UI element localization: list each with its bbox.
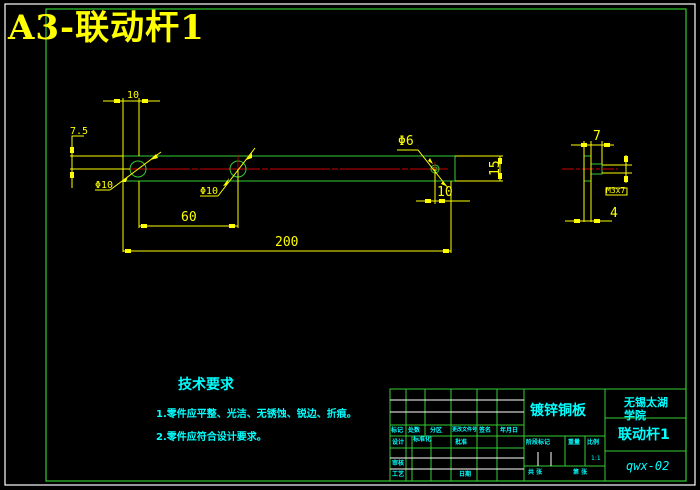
header-sign: 签名: [479, 427, 492, 434]
row-standard-label: 标准化: [413, 436, 432, 443]
material-label: 镀锌铜板: [530, 403, 586, 419]
dim-top-width: 10: [127, 90, 140, 101]
dim-hole-right: Φ6: [398, 134, 414, 149]
dim-side-bottom: 4: [610, 206, 618, 221]
header-change-doc: 更改文件号: [452, 427, 478, 433]
outer-border: [4, 3, 696, 486]
row-process-label: 工艺: [392, 471, 405, 478]
tech-requirement-item: 2.零件应符合设计要求。: [156, 432, 267, 443]
inner-border: [45, 8, 687, 482]
main-view: [70, 98, 503, 253]
scale-value: 1:1: [591, 455, 601, 462]
drawing-number: qwx-02: [626, 459, 670, 473]
row-approve-label: 批准: [455, 439, 468, 446]
stage-mark-label: 阶段标记: [526, 439, 551, 446]
row-date-label: 日期: [459, 471, 472, 478]
dim-hole-mid: Φ10: [200, 186, 219, 197]
weight-label: 重量: [568, 439, 581, 446]
header-date: 年月日: [500, 427, 519, 434]
dim-hole-left: Φ10: [95, 180, 114, 191]
row-design-label: 设计: [392, 439, 405, 446]
part-name-label: 联动杆1: [618, 427, 670, 443]
side-view: [562, 141, 632, 223]
dim-left-offset: 7.5: [70, 126, 89, 137]
header-count: 处数: [408, 427, 421, 434]
header-mark: 标记: [391, 427, 404, 434]
dim-side-top: 7: [593, 129, 601, 144]
dim-overall-length: 200: [275, 235, 299, 250]
drawing-title: A3-联动杆1: [8, 8, 205, 48]
title-block-grid: [389, 388, 687, 482]
tech-requirements-title: 技术要求: [178, 377, 234, 393]
scale-label: 比例: [587, 439, 600, 446]
dim-hole-spacing: 60: [181, 210, 197, 225]
sheet-total: 共 张: [528, 469, 543, 476]
header-zone: 分区: [430, 427, 443, 434]
sheet-number: 第 张: [573, 469, 588, 476]
dim-right-offset: 10: [437, 185, 453, 200]
tech-requirement-item: 1.零件应平整、光洁、无锈蚀、锐边、折痕。: [156, 409, 357, 420]
row-check-label: 审核: [392, 460, 405, 467]
dim-thread: M3x7: [606, 186, 626, 195]
dim-height: 15: [488, 160, 503, 176]
organization-label: 无锡太湖学院: [624, 396, 668, 422]
